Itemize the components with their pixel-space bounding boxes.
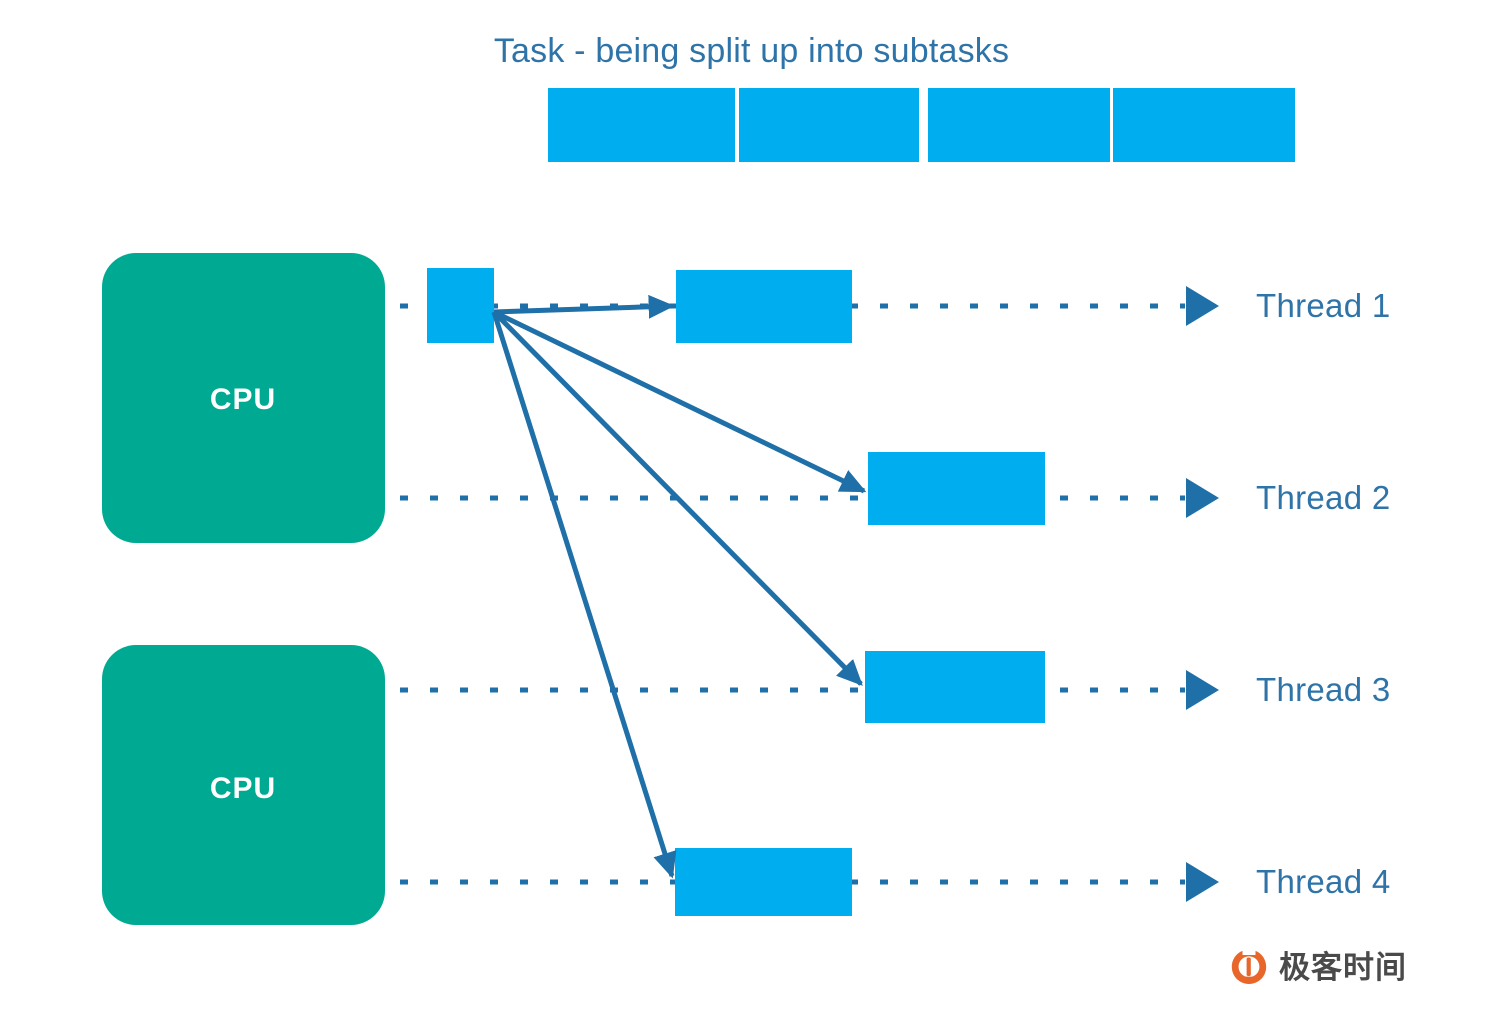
subtask-4 (1113, 88, 1295, 162)
cpu-box-2 (102, 645, 385, 925)
thread-label-2: Thread 2 (1256, 479, 1391, 516)
cpu-label-2: CPU (209, 772, 277, 805)
thread-work-box-2 (868, 452, 1045, 525)
thread-work-box-4 (675, 848, 852, 916)
thread-label-1: Thread 1 (1256, 287, 1391, 324)
subtask-1 (548, 88, 735, 162)
subtask-2 (739, 88, 919, 162)
thread-lane-group (400, 286, 1219, 902)
thread-lane-arrowhead-2 (1186, 478, 1219, 518)
thread-label-3: Thread 3 (1256, 671, 1391, 708)
dispatch-arrow-thread-3 (492, 310, 863, 686)
dispatch-block-group (427, 268, 494, 343)
dispatch-arrow-thread-4 (491, 311, 677, 879)
thread-lane-arrowhead-3 (1186, 670, 1219, 710)
watermark: 极客时间 (1228, 946, 1407, 988)
cpu-box-1 (102, 253, 385, 543)
dispatch-block (427, 268, 494, 343)
thread-work-box-group (675, 270, 1045, 916)
cpu-label-1: CPU (209, 383, 277, 416)
geektime-logo-icon (1231, 946, 1267, 984)
dispatch-arrow-thread-2 (492, 309, 867, 494)
thread-work-box-1 (676, 270, 852, 343)
thread-work-box-3 (865, 651, 1045, 723)
thread-lane-arrowhead-1 (1186, 286, 1219, 326)
dispatch-arrow-group (491, 294, 867, 879)
subtask-row (548, 88, 1295, 162)
thread-lane-arrowhead-4 (1186, 862, 1219, 902)
subtask-3 (928, 88, 1110, 162)
thread-label-4: Thread 4 (1256, 863, 1391, 900)
watermark-text: 极客时间 (1279, 949, 1407, 985)
page-title: Task - being split up into subtasks (493, 32, 1010, 70)
dispatch-arrow-thread-1 (493, 294, 675, 319)
cpu-group (102, 253, 385, 925)
